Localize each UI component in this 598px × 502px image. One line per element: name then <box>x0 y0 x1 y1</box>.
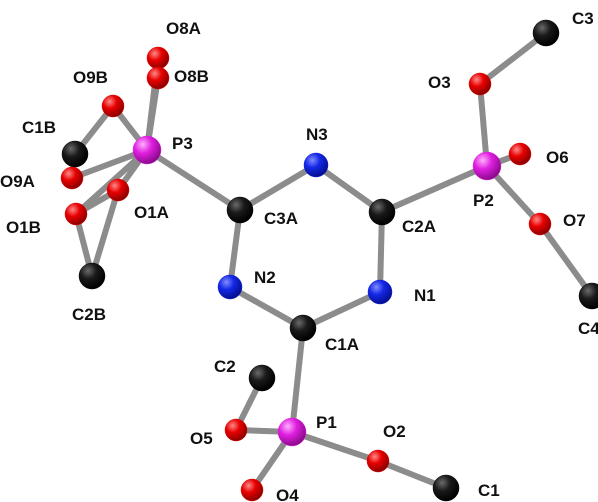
atom-label-P2: P2 <box>473 191 494 210</box>
atom-O3 <box>468 72 492 96</box>
atom-label-C1A: C1A <box>325 335 359 354</box>
atom-O6 <box>508 142 532 166</box>
atom-O8B <box>146 66 170 90</box>
atom-C3A <box>226 196 254 224</box>
atom-C2B <box>78 262 106 290</box>
bond-O7-C4 <box>537 221 595 299</box>
atom-N1 <box>367 279 393 305</box>
atom-label-O3: O3 <box>428 73 451 92</box>
bond-N3-C3A <box>237 162 319 213</box>
atom-label-C2B: C2B <box>72 305 106 324</box>
bond-C3-O3 <box>477 30 549 87</box>
atom-N2 <box>217 274 243 300</box>
atom-label-N2: N2 <box>254 268 276 287</box>
bond-O1A-C2B <box>89 187 121 279</box>
atom-N3 <box>303 152 329 178</box>
atom-label-O7: O7 <box>563 211 586 230</box>
atom-label-O1B: O1B <box>6 218 41 237</box>
atom-O1B <box>64 202 88 226</box>
atom-O8A <box>146 46 170 70</box>
atom-label-C2A: C2A <box>402 217 436 236</box>
bond-C2A-N1 <box>377 209 385 295</box>
atom-O2 <box>366 449 390 473</box>
atom-O7 <box>528 212 552 236</box>
atom-C4 <box>578 282 598 310</box>
atoms-layer <box>60 19 598 502</box>
atom-label-C3: C3 <box>572 9 594 28</box>
atom-C1B <box>61 140 89 168</box>
atom-label-P3: P3 <box>172 134 193 153</box>
bond-C3A-P3 <box>144 147 243 213</box>
atom-label-O8B: O8B <box>174 67 209 86</box>
bond-P1-O2 <box>289 429 381 464</box>
atom-O9A <box>60 166 84 190</box>
atom-label-O8A: O8A <box>166 19 201 38</box>
bond-N1-C1A <box>300 289 383 331</box>
bond-C2A-N3 <box>313 162 385 215</box>
atom-label-P1: P1 <box>316 413 337 432</box>
atom-C2A <box>368 198 396 226</box>
atom-label-C4: C4 <box>578 319 598 338</box>
atom-O5 <box>224 418 248 442</box>
atom-P2 <box>472 151 502 181</box>
atom-P3 <box>132 135 162 165</box>
atom-label-C2: C2 <box>214 357 236 376</box>
atom-label-N1: N1 <box>414 286 436 305</box>
atom-label-O6: O6 <box>546 148 569 167</box>
atom-O1A <box>106 178 130 202</box>
atom-C3 <box>532 19 560 47</box>
atom-O4 <box>240 478 264 502</box>
bond-C1A-N2 <box>227 284 306 331</box>
atom-label-C3A: C3A <box>264 209 298 228</box>
atom-C1 <box>432 474 460 502</box>
atom-P1 <box>277 417 307 447</box>
bond-P2-C2A <box>379 163 490 215</box>
atom-label-O4: O4 <box>276 486 299 502</box>
atom-label-O1A: O1A <box>134 203 169 222</box>
atom-label-N3: N3 <box>306 125 328 144</box>
atom-C2 <box>248 364 276 392</box>
atom-O9B <box>101 94 125 118</box>
bond-C1A-P1 <box>289 325 306 435</box>
atom-label-C1B: C1B <box>22 118 56 137</box>
atom-label-O5: O5 <box>190 429 213 448</box>
atom-C1A <box>289 314 317 342</box>
atom-label-O2: O2 <box>383 422 406 441</box>
atom-label-O9B: O9B <box>73 68 108 87</box>
atom-label-O9A: O9A <box>0 172 35 191</box>
atom-label-C1: C1 <box>478 481 500 500</box>
